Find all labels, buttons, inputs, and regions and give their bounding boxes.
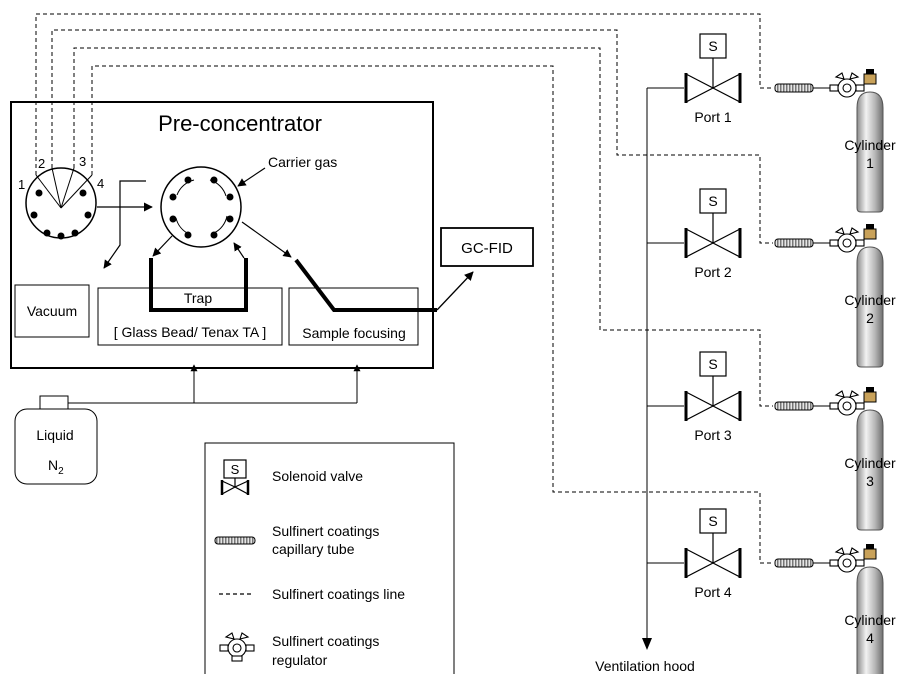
cylinder-number-2: 2 xyxy=(866,310,874,326)
solenoid-valve-icon: S xyxy=(684,508,742,578)
solenoid-valve-icon: S xyxy=(684,33,742,103)
vent-manifold xyxy=(646,87,684,640)
liquid-n2-line1: Liquid xyxy=(36,427,73,443)
trap-box xyxy=(97,287,283,346)
cylinder-handwheel-icon xyxy=(866,224,874,229)
dashed-line-port1 xyxy=(35,13,773,175)
gas-cylinder-icon xyxy=(856,566,884,674)
cylinder-valve-icon xyxy=(863,73,877,85)
trap-material-label: [ Glass Bead/ Tenax TA ] xyxy=(114,324,267,340)
valve-port-label-3: 3 xyxy=(79,154,86,169)
vacuum-line xyxy=(103,180,146,269)
vacuum-label: Vacuum xyxy=(27,303,77,319)
ventilation-hood-label: Ventilation hood xyxy=(595,658,695,674)
gas-cylinder-icon xyxy=(856,246,884,368)
regulator-icon xyxy=(829,227,865,253)
solenoid-s-label: S xyxy=(708,193,717,209)
sample-focusing-box xyxy=(288,287,419,346)
legend-label-regulator-1: Sulfinert coatings xyxy=(272,633,379,649)
sample-focusing-label: Sample focusing xyxy=(302,325,406,341)
cylinder-label-1: Cylinder xyxy=(844,137,896,153)
cylinder-valve-icon xyxy=(863,228,877,240)
regulator-icon xyxy=(219,632,255,662)
solenoid-s-label: S xyxy=(708,38,717,54)
dashed-line-port2 xyxy=(51,29,773,244)
cylinder-number-1: 1 xyxy=(866,155,874,171)
liquid-n2-line2: N2 xyxy=(48,457,64,477)
arrow-from-trap-right xyxy=(233,242,245,259)
cylinder-number-3: 3 xyxy=(866,473,874,489)
legend-label-capillary-1: Sulfinert coatings xyxy=(272,523,379,539)
arrow-to-gcfid xyxy=(436,271,474,311)
port-label-1: Port 1 xyxy=(694,109,732,125)
solenoid-valve-icon: S xyxy=(220,459,250,496)
port-label-4: Port 4 xyxy=(694,584,732,600)
trap-tube xyxy=(149,258,248,312)
legend-label-dashed: Sulfinert coatings line xyxy=(272,586,405,602)
cylinder-number-4: 4 xyxy=(866,630,874,646)
cylinder-handwheel-icon xyxy=(866,69,874,74)
vent-arrowhead xyxy=(642,638,652,650)
legend-label-regulator-2: regulator xyxy=(272,652,328,668)
solenoid-valve-icon: S xyxy=(684,188,742,258)
capillary-tube-icon xyxy=(774,238,814,248)
preconcentrator: Pre-concentrator 1 2 3 4 xyxy=(10,101,434,369)
cylinder-label-2: Cylinder xyxy=(844,292,896,308)
valve-port-label-2: 2 xyxy=(38,156,45,171)
gas-cylinder-icon xyxy=(856,91,884,213)
cylinder-valve-icon xyxy=(863,391,877,403)
cylinder-handwheel-icon xyxy=(866,387,874,392)
regulator-icon xyxy=(829,72,865,98)
rotary-valve-left: 1 2 3 4 xyxy=(18,154,104,240)
legend-solenoid-s: S xyxy=(231,462,240,477)
solenoid-valve-icon: S xyxy=(684,351,742,421)
gcfid-box xyxy=(440,227,534,267)
valve-port-label-1: 1 xyxy=(18,177,25,192)
cylinder-valve-icon xyxy=(863,548,877,560)
port-label-2: Port 2 xyxy=(694,264,732,280)
preconcentrator-title: Pre-concentrator xyxy=(158,111,322,136)
gcfid-label: GC-FID xyxy=(461,240,513,257)
arrow-to-focusing xyxy=(241,221,292,258)
capillary-tube-icon xyxy=(214,536,256,545)
dashed-line-port3 xyxy=(73,47,773,407)
cylinder-label-4: Cylinder xyxy=(844,612,896,628)
focusing-tube xyxy=(294,258,437,312)
solenoid-s-label: S xyxy=(708,356,717,372)
rotary-valve-right xyxy=(160,166,242,248)
regulator-icon xyxy=(829,390,865,416)
legend-label-solenoid: Solenoid valve xyxy=(272,468,363,484)
liquid-n2-dewar: Liquid N2 xyxy=(14,395,98,485)
valve-port-label-4: 4 xyxy=(97,176,104,191)
vacuum-box xyxy=(14,284,90,338)
cylinder-handwheel-icon xyxy=(866,544,874,549)
legend-label-capillary-2: capillary tube xyxy=(272,541,355,557)
legend: S Solenoid valve Sulfinert coatings capi… xyxy=(204,442,455,674)
regulator-icon xyxy=(829,547,865,573)
port-4: S Port 4 Cylinder 4 xyxy=(684,508,896,674)
port-3: S Port 3 Cylinder 3 xyxy=(684,351,896,531)
port-1: S Port 1 Cylinder 1 xyxy=(684,33,896,213)
solenoid-s-label: S xyxy=(708,513,717,529)
sulfinert-lines xyxy=(35,13,773,564)
cylinder-label-3: Cylinder xyxy=(844,455,896,471)
arrow-to-trap-left xyxy=(152,235,173,257)
port-2: S Port 2 Cylinder 2 xyxy=(684,188,896,368)
gas-cylinder-icon xyxy=(856,409,884,531)
preconcentrator-box xyxy=(10,101,434,369)
port-label-3: Port 3 xyxy=(694,427,732,443)
capillary-tube-icon xyxy=(774,83,814,93)
trap-label: Trap xyxy=(184,290,212,306)
dashed-line-port4 xyxy=(91,65,773,564)
carrier-gas-label: Carrier gas xyxy=(268,154,337,170)
carrier-gas-arrow xyxy=(237,167,266,187)
capillary-tube-icon xyxy=(774,401,814,411)
capillary-tube-icon xyxy=(774,558,814,568)
